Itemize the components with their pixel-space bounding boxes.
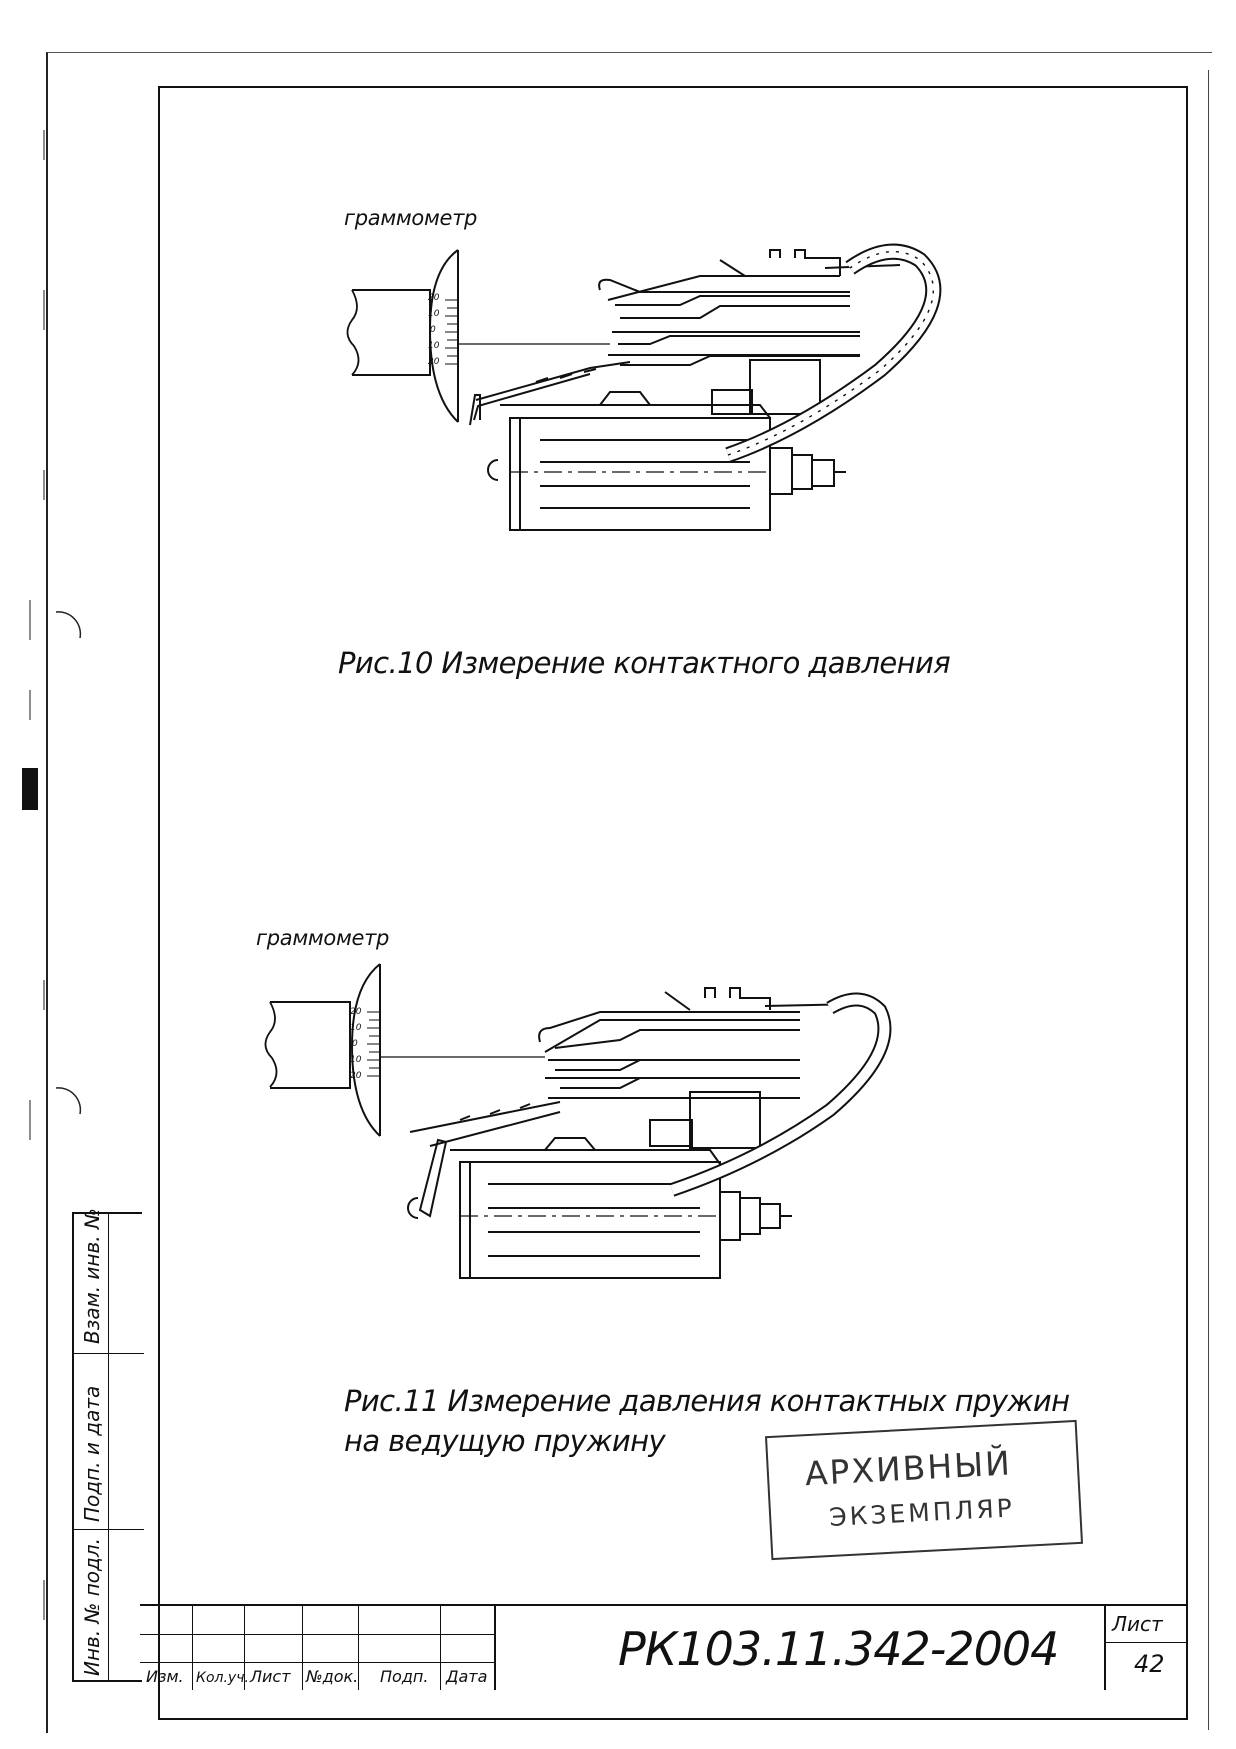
fig11-caption-line2: на ведущую пружину <box>344 1424 666 1458</box>
stamp-line2: ЭКЗЕМПЛЯР <box>828 1493 1016 1532</box>
side-field-signature: Подп. и дата <box>80 1385 104 1522</box>
tb-header-sign: Подп. <box>380 1667 429 1686</box>
fig10-tick-3: 0 <box>430 325 436 335</box>
sheet-number: 42 <box>1134 1650 1165 1678</box>
stamp-line1: АРХИВНЫЙ <box>803 1443 1013 1494</box>
document-code: РК103.11.342-2004 <box>618 1622 1059 1676</box>
sheet-label: Лист <box>1112 1612 1163 1636</box>
tb-col-line <box>494 1606 496 1690</box>
sheet-right-edge <box>1208 70 1209 1730</box>
fig10-tick-5: 20 <box>428 357 440 367</box>
tb-row-line <box>140 1662 496 1663</box>
side-cell-inventory: Инв. № подл. <box>74 1530 144 1682</box>
tb-col-line <box>192 1606 193 1690</box>
fig11-drawing: 20 10 0 10 20 <box>264 963 892 1279</box>
binding-marks <box>22 130 82 1620</box>
sheet-outer-border <box>46 52 1212 1733</box>
tb-header-date: Дата <box>446 1667 488 1686</box>
tb-header-sheet: Лист <box>250 1667 291 1686</box>
tb-col-line <box>302 1606 303 1690</box>
fig10-tick-4: 10 <box>428 341 440 351</box>
drawing-frame <box>158 86 1188 1720</box>
side-field-replacement: Взам. инв. № <box>80 1208 104 1344</box>
tb-sheet-divider <box>1104 1642 1188 1643</box>
fig10-caption: Рис.10 Измерение контактного давления <box>338 646 951 680</box>
fig11-tick-5: 20 <box>350 1071 362 1081</box>
fig11-tick-1: 20 <box>350 1007 362 1017</box>
archive-stamp: АРХИВНЫЙ ЭКЗЕМПЛЯР <box>764 1419 1084 1561</box>
side-block: Взам. инв. № Подп. и дата Инв. № подл. <box>72 1208 144 1682</box>
tb-col-line <box>358 1606 359 1690</box>
tb-col-line <box>440 1606 441 1690</box>
fig11-tick-2: 10 <box>350 1023 362 1033</box>
side-cell-replacement: Взам. инв. № <box>74 1208 144 1354</box>
fig11-tick-3: 0 <box>352 1039 358 1049</box>
side-field-inventory: Инв. № подл. <box>80 1538 104 1676</box>
tb-header-doc: №док. <box>306 1667 359 1686</box>
fig10-drawing: 20 10 0 10 20 <box>346 243 942 531</box>
fig11-tick-4: 10 <box>350 1055 362 1065</box>
fig11-caption-line1: Рис.11 Измерение давления контактных пру… <box>344 1384 1070 1418</box>
side-cell-signature: Подп. и дата <box>74 1354 144 1530</box>
fig10-instrument-label: граммометр <box>344 206 478 230</box>
tb-header-change: Изм. <box>146 1667 184 1686</box>
fig10-tick-1: 20 <box>428 293 440 303</box>
tb-col-line <box>244 1606 245 1690</box>
title-block: Изм. Кол.уч. Лист №док. Подп. Дата РК103… <box>140 1604 1188 1690</box>
tb-col-line <box>1104 1606 1106 1690</box>
fig11-instrument-label: граммометр <box>256 926 390 950</box>
fig10-tick-2: 10 <box>428 309 440 319</box>
tb-row-line <box>140 1634 496 1635</box>
tb-header-count: Кол.уч. <box>196 1670 249 1686</box>
side-divider <box>108 1214 109 1680</box>
